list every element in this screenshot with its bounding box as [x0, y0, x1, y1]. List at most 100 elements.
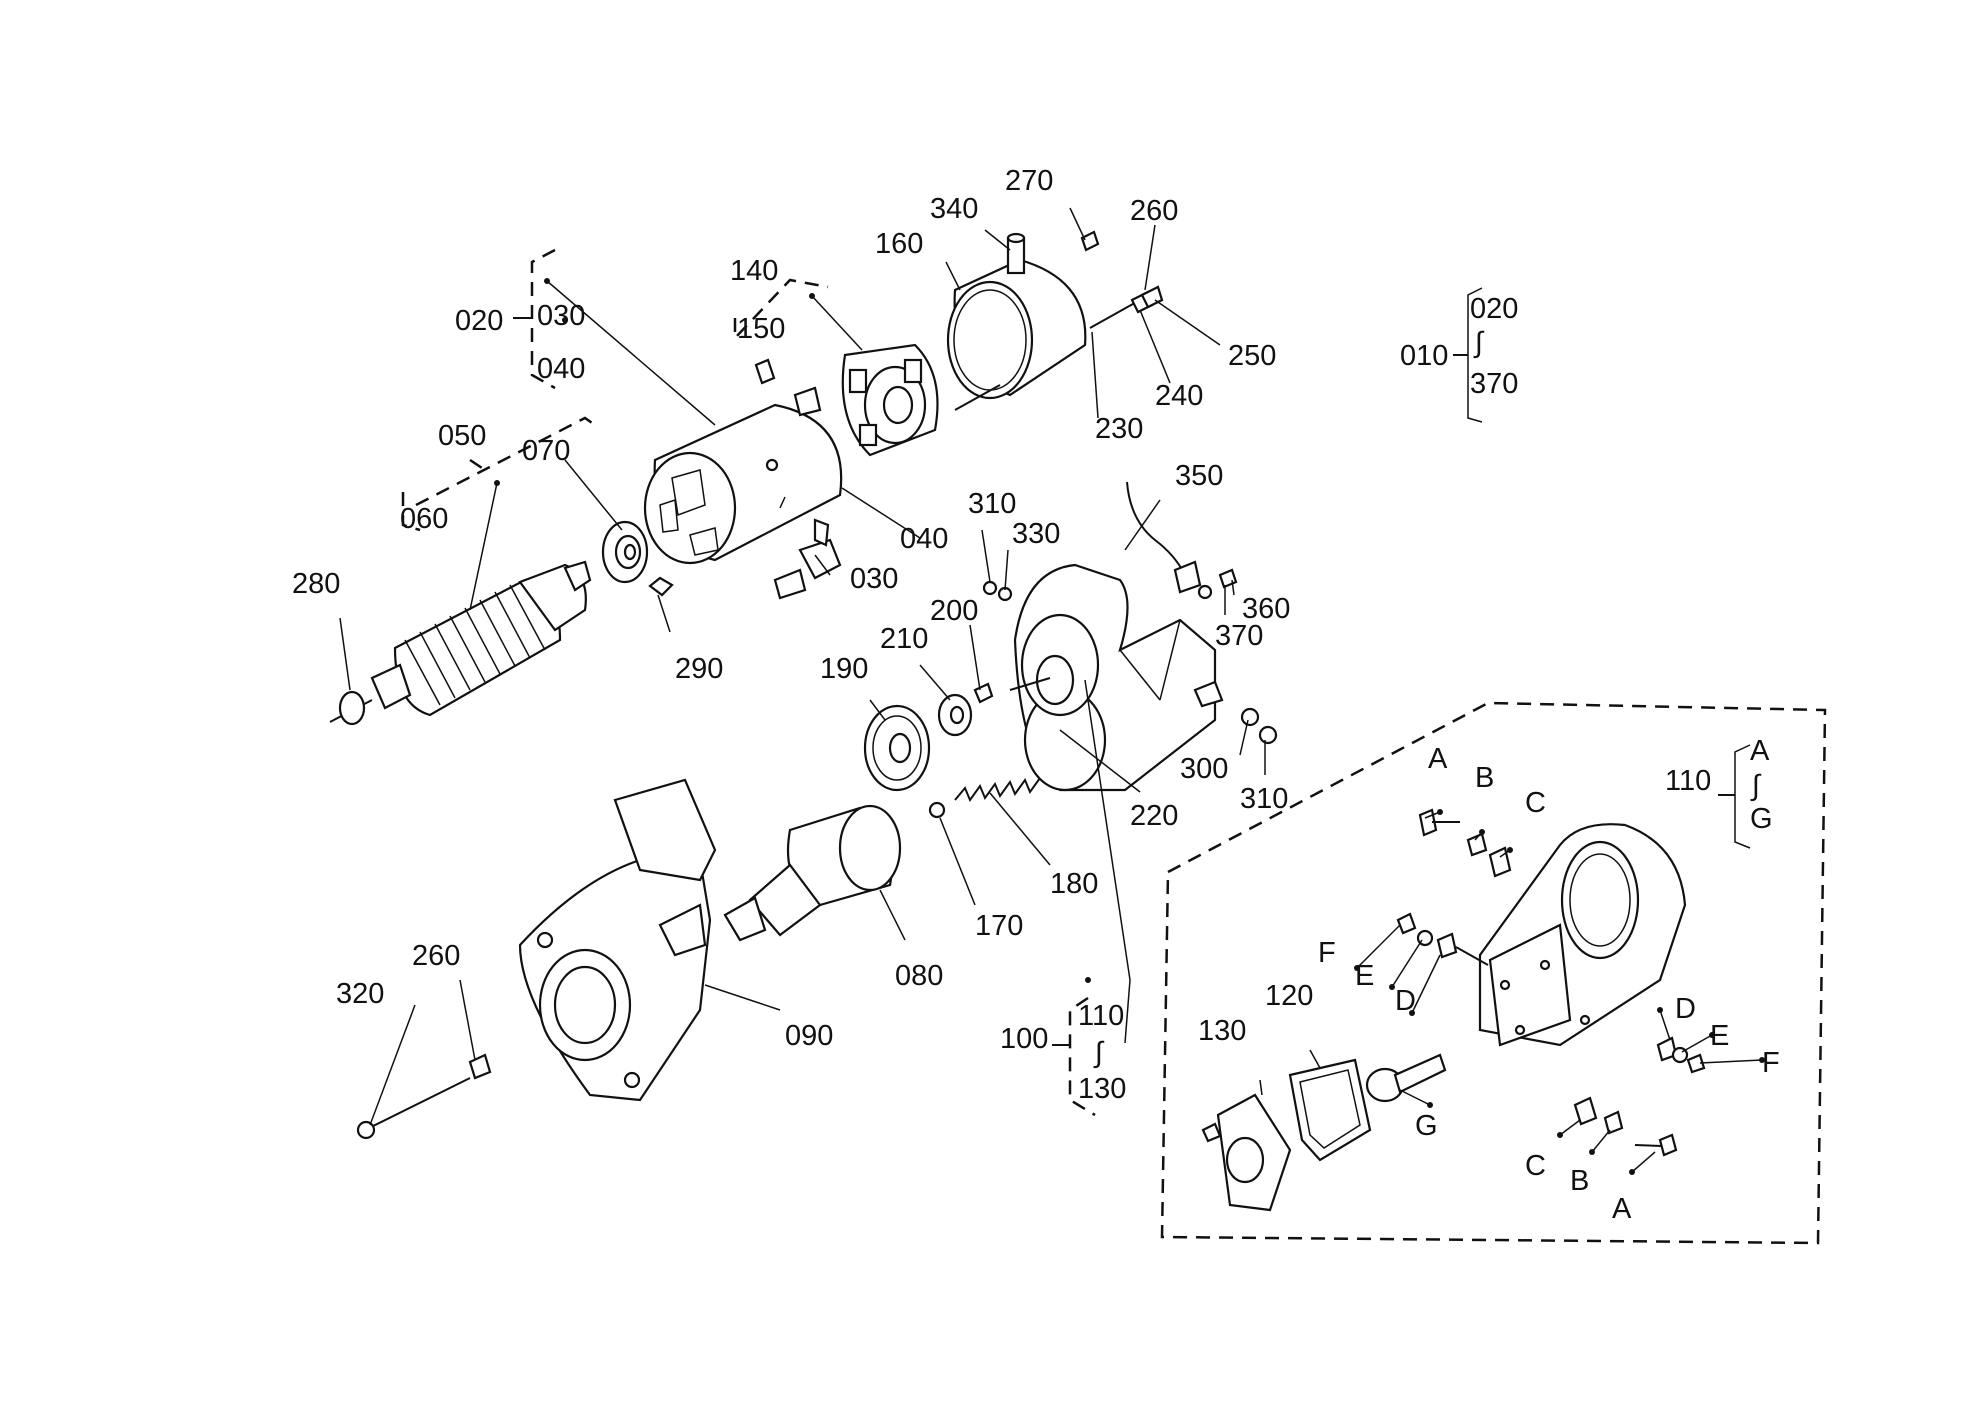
label-330: 330: [1012, 518, 1060, 550]
gasket-120: [1288, 1058, 1372, 1162]
label-370: 370: [1215, 620, 1263, 652]
screw-270: [1080, 230, 1100, 252]
label-D-bottom: D: [1675, 993, 1696, 1025]
label-B-bottom: B: [1570, 1165, 1589, 1197]
label-E-top: E: [1355, 960, 1374, 992]
bolt-A-top: [1418, 808, 1438, 837]
label-180: 180: [1050, 868, 1098, 900]
bolt-320: [364, 1077, 471, 1131]
drive-housing-090: [518, 778, 717, 1102]
terminal-030: [773, 518, 842, 600]
label-280: 280: [292, 568, 340, 600]
label-080: 080: [895, 960, 943, 992]
idle-gear-190: [863, 704, 931, 792]
label-120: 120: [1265, 980, 1313, 1012]
spring-180: [954, 777, 1041, 803]
sub-leader-lines: [1259, 811, 1763, 1173]
washer-370: [1197, 584, 1213, 600]
label-110-left: 110: [1078, 1000, 1124, 1032]
brush-150: [754, 358, 776, 385]
nut-310-top: [982, 580, 998, 596]
rear-cover-160: [946, 232, 1087, 400]
ball-170: [928, 801, 946, 819]
label-160: 160: [875, 228, 923, 260]
label-030-bottom: 030: [850, 563, 898, 595]
label-250: 250: [1228, 340, 1276, 372]
terminal-350: [1173, 560, 1202, 594]
label-310-bottom: 310: [1240, 783, 1288, 815]
label-350: 350: [1175, 460, 1223, 492]
label-360: 360: [1242, 593, 1290, 625]
label-020-right: 020: [1470, 293, 1518, 325]
label-150: 150: [737, 313, 785, 345]
bearing-070: [601, 520, 649, 584]
bolt-head-320: [356, 1120, 376, 1140]
label-220: 220: [1130, 800, 1178, 832]
label-B-top: B: [1475, 762, 1494, 794]
label-F-bottom: F: [1762, 1047, 1780, 1079]
bolt-A-bottom: [1658, 1133, 1678, 1157]
label-340: 340: [930, 193, 978, 225]
label-240: 240: [1155, 380, 1203, 412]
label-D-top: D: [1395, 985, 1416, 1017]
label-290: 290: [675, 653, 723, 685]
nut-F-top: [1396, 912, 1417, 935]
leader-dots: [494, 278, 1765, 1175]
through-bolt: [954, 384, 1001, 411]
shaft: [1009, 677, 1051, 691]
label-230: 230: [1095, 413, 1143, 445]
label-090: 090: [785, 1020, 833, 1052]
nut-F-bottom: [1686, 1053, 1706, 1074]
label-140: 140: [730, 255, 778, 287]
plunger-g: [1365, 1053, 1447, 1103]
label-G-right: G: [1750, 803, 1773, 835]
label-210: 210: [880, 623, 928, 655]
label-170: 170: [975, 910, 1023, 942]
part-labels: 010 020 030 040 050 060 070 280 290 040 …: [292, 165, 1780, 1225]
key-290: [648, 576, 674, 597]
label-110-right: 110: [1665, 765, 1711, 797]
nut-310-bottom: [1258, 725, 1278, 745]
label-300: 300: [1180, 753, 1228, 785]
solenoid-housing: [1478, 823, 1687, 1047]
label-G-bottom: G: [1415, 1110, 1438, 1142]
label-030-top: 030: [537, 300, 585, 332]
label-C-top: C: [1525, 787, 1546, 819]
leader-lines: [339, 207, 1266, 1126]
label-040-bottom: 040: [900, 523, 948, 555]
label-F-top: F: [1318, 937, 1336, 969]
cover-130: [1216, 1093, 1292, 1212]
label-A-right: A: [1750, 735, 1770, 767]
label-200: 200: [930, 595, 978, 627]
washer-260: [468, 1053, 492, 1080]
label-tilde-sub: ∫: [1750, 770, 1762, 802]
screw-360: [1218, 568, 1238, 589]
label-040-top: 040: [537, 353, 585, 385]
label-C-bottom: C: [1525, 1150, 1546, 1182]
yoke-part: [643, 403, 843, 565]
label-tilde-left: ∫: [1093, 1037, 1105, 1069]
roller-200: [973, 682, 994, 704]
label-130-left: 130: [1078, 1073, 1126, 1105]
label-370-right: 370: [1470, 368, 1518, 400]
label-260-top: 260: [1130, 195, 1178, 227]
stud-230: [1089, 299, 1141, 329]
bolt-A-bottom-shank: [1634, 1144, 1663, 1147]
washer-280: [338, 690, 366, 726]
washer-300: [1240, 707, 1260, 727]
screw-130: [1201, 1122, 1222, 1143]
lead-wire-350: [1126, 481, 1186, 576]
brackets: [401, 248, 1751, 1117]
plate-C-bottom: [1573, 1096, 1598, 1126]
label-270: 270: [1005, 165, 1053, 197]
stud-D-top: [1455, 946, 1489, 966]
label-A-top: A: [1428, 743, 1448, 775]
label-130-sub: 130: [1198, 1015, 1246, 1047]
armature-part: [329, 560, 592, 723]
label-E-bottom: E: [1710, 1020, 1729, 1052]
subassembly-box-110: [1160, 701, 1827, 1245]
label-050: 050: [438, 420, 486, 452]
label-020-top: 020: [455, 305, 503, 337]
